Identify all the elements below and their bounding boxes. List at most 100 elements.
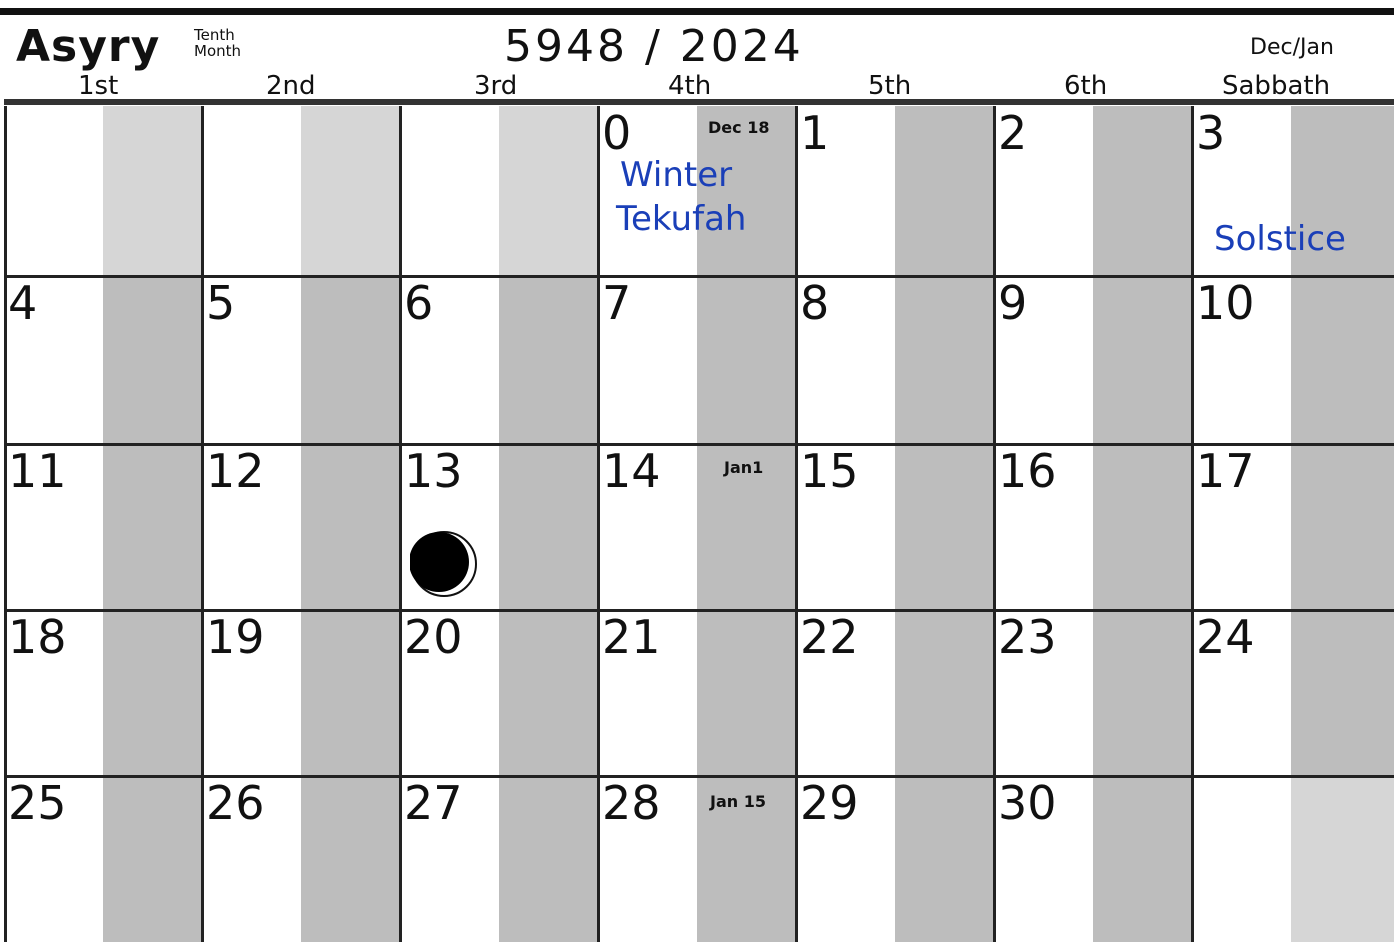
cell-shade [1291, 276, 1394, 444]
day-number: 14 [602, 444, 661, 498]
header-rule [4, 99, 1394, 105]
dayname-5th: 5th [868, 71, 912, 101]
day-cell[interactable] [1192, 776, 1394, 942]
day-number: 26 [206, 776, 265, 830]
day-cell-6[interactable]: 6 [400, 276, 598, 444]
day-number: 25 [8, 776, 67, 830]
day-number: 21 [602, 610, 661, 664]
dayname-4th: 4th [668, 71, 712, 101]
day-cell-11[interactable]: 11 [4, 444, 202, 610]
day-number: 3 [1196, 106, 1226, 160]
day-cell-12[interactable]: 12 [202, 444, 400, 610]
cell-shade [1093, 106, 1192, 276]
day-number: 29 [800, 776, 859, 830]
day-cell-8[interactable]: 8 [796, 276, 994, 444]
cell-shade [895, 444, 994, 610]
top-border [0, 8, 1394, 15]
day-cell[interactable] [400, 106, 598, 276]
day-cell-5[interactable]: 5 [202, 276, 400, 444]
cell-shade [697, 610, 796, 776]
day-cell-13[interactable]: 13 [400, 444, 598, 610]
grid-line [4, 775, 1394, 778]
day-cell-3[interactable]: 3 Solstice [1192, 106, 1394, 276]
day-number: 30 [998, 776, 1057, 830]
tekufah-label: Tekufah [616, 199, 747, 239]
day-number: 8 [800, 276, 830, 330]
day-number: 9 [998, 276, 1028, 330]
day-cell-16[interactable]: 16 [994, 444, 1192, 610]
day-cell-10[interactable]: 10 [1192, 276, 1394, 444]
day-number: 24 [1196, 610, 1255, 664]
day-number: 27 [404, 776, 463, 830]
day-cell-19[interactable]: 19 [202, 610, 400, 776]
day-cell-23[interactable]: 23 [994, 610, 1192, 776]
day-cell-20[interactable]: 20 [400, 610, 598, 776]
day-cell-15[interactable]: 15 [796, 444, 994, 610]
cell-shade [697, 444, 796, 610]
day-cell-17[interactable]: 17 [1192, 444, 1394, 610]
day-cell-28[interactable]: 28 Jan 15 [598, 776, 796, 942]
day-cell-2[interactable]: 2 [994, 106, 1192, 276]
cell-shade [499, 106, 598, 276]
gregorian-date-label: Jan 15 [710, 792, 766, 811]
cell-shade [499, 776, 598, 942]
cell-shade [1093, 444, 1192, 610]
cell-shade [499, 276, 598, 444]
cell-shade [1093, 276, 1192, 444]
dayname-2nd: 2nd [266, 71, 316, 101]
month-ordinal: Tenth Month [194, 27, 241, 59]
day-cell-21[interactable]: 21 [598, 610, 796, 776]
day-number: 7 [602, 276, 632, 330]
day-number: 28 [602, 776, 661, 830]
day-cell-26[interactable]: 26 [202, 776, 400, 942]
calendar-header: Asyry Tenth Month 5948 / 2024 Dec/Jan 1s… [4, 15, 1394, 105]
year-title: 5948 / 2024 [504, 21, 804, 72]
day-number: 2 [998, 106, 1028, 160]
cell-shade [1291, 444, 1394, 610]
day-cell[interactable] [4, 106, 202, 276]
cell-shade [103, 776, 202, 942]
crescent-moon-icon [410, 531, 477, 597]
day-number: 15 [800, 444, 859, 498]
day-cell-7[interactable]: 7 [598, 276, 796, 444]
day-number: 20 [404, 610, 463, 664]
day-number: 6 [404, 276, 434, 330]
grid-line [1191, 106, 1194, 942]
cell-shade [697, 276, 796, 444]
day-cell-14[interactable]: 14 Jan1 [598, 444, 796, 610]
cell-shade [1291, 610, 1394, 776]
cell-shade [895, 776, 994, 942]
day-cell-9[interactable]: 9 [994, 276, 1192, 444]
day-number: 1 [800, 106, 830, 160]
grid-line [201, 106, 204, 942]
day-cell-0[interactable]: 0 Dec 18 Winter Tekufah [598, 106, 796, 276]
cell-shade [103, 276, 202, 444]
day-cell-29[interactable]: 29 [796, 776, 994, 942]
grid-line [399, 106, 402, 942]
grid-line [4, 275, 1394, 278]
day-cell-24[interactable]: 24 [1192, 610, 1394, 776]
day-number: 10 [1196, 276, 1255, 330]
day-cell-22[interactable]: 22 [796, 610, 994, 776]
dayname-6th: 6th [1064, 71, 1108, 101]
grid-line [4, 443, 1394, 446]
day-number: 12 [206, 444, 265, 498]
cell-shade [895, 276, 994, 444]
cell-shade [1291, 776, 1394, 942]
day-number: 5 [206, 276, 236, 330]
grid-line [4, 609, 1394, 612]
day-number: 18 [8, 610, 67, 664]
month-ordinal-line2: Month [194, 42, 242, 60]
day-cell-4[interactable]: 4 [4, 276, 202, 444]
day-number: 19 [206, 610, 265, 664]
day-cell-30[interactable]: 30 [994, 776, 1192, 942]
day-cell-25[interactable]: 25 [4, 776, 202, 942]
day-cell-18[interactable]: 18 [4, 610, 202, 776]
day-number: 0 [602, 106, 632, 160]
day-number: 4 [8, 276, 38, 330]
day-cell[interactable] [202, 106, 400, 276]
day-cell-1[interactable]: 1 [796, 106, 994, 276]
day-number: 13 [404, 444, 463, 498]
day-cell-27[interactable]: 27 [400, 776, 598, 942]
cell-shade [103, 444, 202, 610]
